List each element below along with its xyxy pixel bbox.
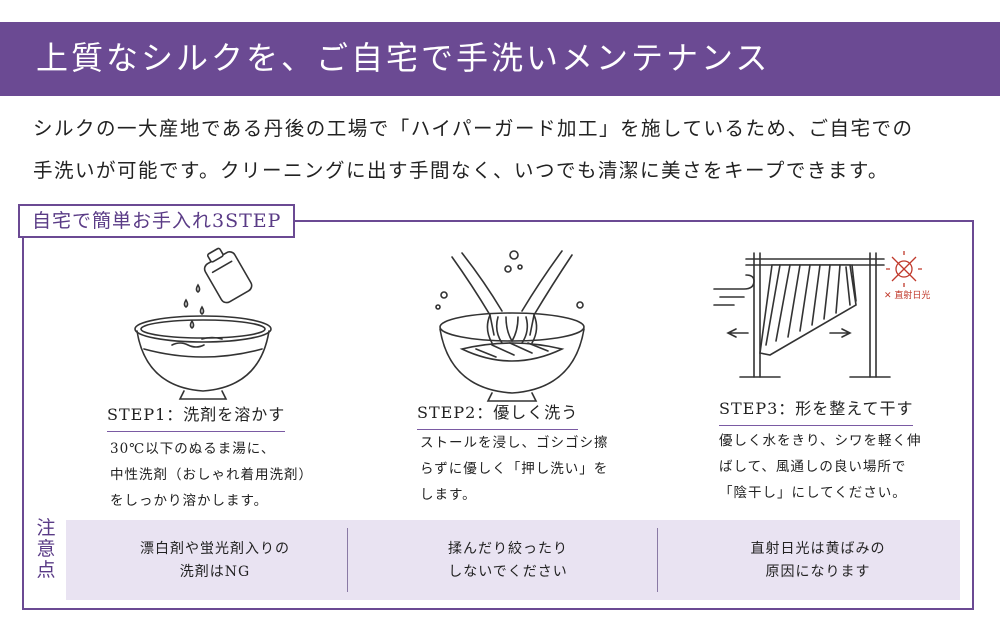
- step3-line: ばして、風通しの良い場所で: [719, 459, 907, 475]
- step3-text: 優しく水をきり、シワを軽く伸 ばして、風通しの良い場所で 「陰干し」にしてくださ…: [719, 428, 921, 506]
- notes-bar: [66, 520, 960, 600]
- note-line: 洗剤はNG: [179, 564, 251, 580]
- section-tag: 自宅で簡単お手入れ3STEP: [18, 204, 296, 238]
- note-line: 直射日光は黄ばみの: [750, 541, 886, 557]
- note-divider: [347, 528, 348, 592]
- intro-text: シルクの一大産地である丹後の工場で「ハイパーガード加工」を施しているため、ご自宅…: [33, 108, 973, 192]
- header-banner: 上質なシルクを、ご自宅で手洗いメンテナンス: [0, 22, 1000, 96]
- notes-label-char: 意: [36, 538, 56, 560]
- notes-label-char: 注: [36, 517, 56, 539]
- steps-panel: [22, 220, 974, 610]
- hand-wash-icon: [435, 250, 585, 402]
- step2-line: らずに優しく「押し洗い」を: [420, 461, 609, 477]
- step1-line: 30℃以下のぬるま湯に、: [110, 441, 276, 457]
- step1-title: STEP1：洗剤を溶かす: [107, 404, 286, 432]
- notes-label-char: 点: [36, 559, 56, 581]
- step2-line: します。: [420, 487, 477, 503]
- step2-title: STEP2：優しく洗う: [417, 402, 579, 430]
- drying-rack-icon: [713, 251, 922, 378]
- note-item: 漂白剤や蛍光剤入りの 洗剤はNG: [90, 538, 340, 584]
- note-line: 漂白剤や蛍光剤入りの: [140, 541, 290, 557]
- intro-line: 手洗いが可能です。クリーニングに出す手間なく、いつでも清潔に美さをキープできます…: [33, 159, 889, 182]
- step1-text: 30℃以下のぬるま湯に、 中性洗剤（おしゃれ着用洗剤） をしっかり溶かします。: [110, 436, 313, 514]
- note-item: 揉んだり絞ったり しないでください: [383, 538, 633, 584]
- step2-line: ストールを浸し、ゴシゴシ擦: [420, 435, 609, 451]
- note-line: 揉んだり絞ったり: [448, 541, 568, 557]
- no-direct-sun-badge: ✕ 直射日光: [884, 291, 931, 301]
- intro-line: シルクの一大産地である丹後の工場で「ハイパーガード加工」を施しているため、ご自宅…: [33, 117, 914, 140]
- note-item: 直射日光は黄ばみの 原因になります: [693, 538, 943, 584]
- note-divider: [657, 528, 658, 592]
- note-line: しないでください: [448, 564, 568, 580]
- step2-text: ストールを浸し、ゴシゴシ擦 らずに優しく「押し洗い」を します。: [420, 430, 609, 508]
- notes-label: 注 意 点: [34, 518, 58, 581]
- step1-line: 中性洗剤（おしゃれ着用洗剤）: [110, 467, 313, 483]
- step3-title: STEP3：形を整えて干す: [719, 398, 914, 426]
- step3-line: 「陰干し」にしてください。: [719, 485, 907, 501]
- page-title: 上質なシルクを、ご自宅で手洗いメンテナンス: [36, 39, 771, 77]
- bowl-detergent-icon: [134, 247, 272, 400]
- note-line: 原因になります: [765, 564, 871, 580]
- step3-line: 優しく水をきり、シワを軽く伸: [719, 433, 922, 449]
- step1-line: をしっかり溶かします。: [110, 493, 269, 509]
